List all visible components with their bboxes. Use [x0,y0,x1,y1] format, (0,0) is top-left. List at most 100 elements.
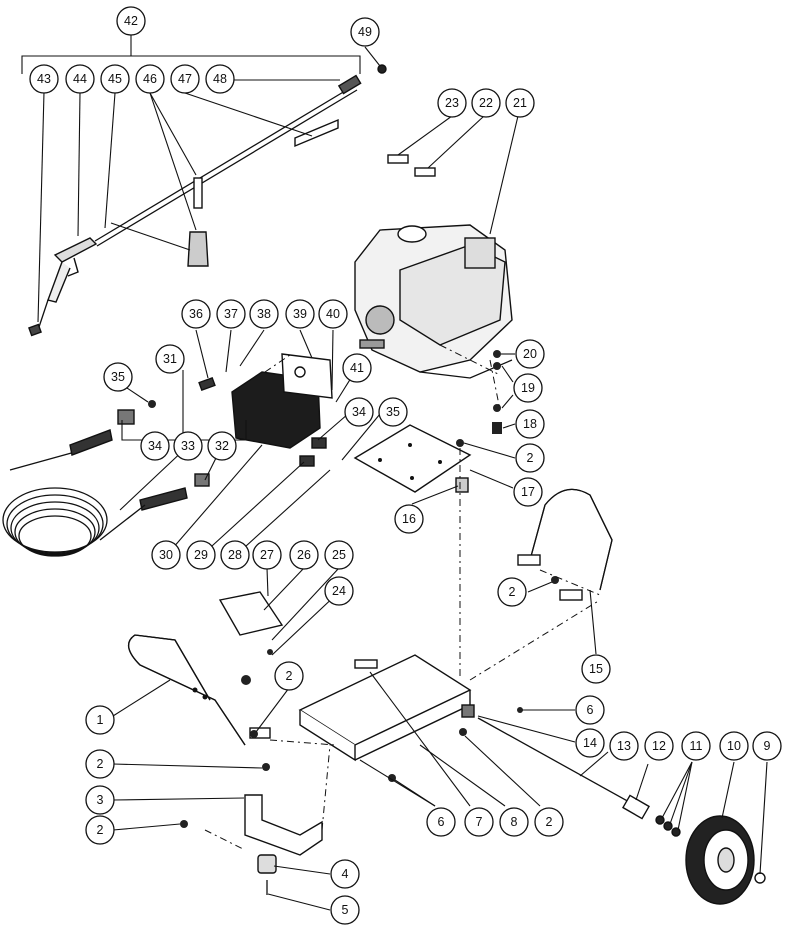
svg-text:32: 32 [215,439,229,453]
svg-text:36: 36 [189,307,203,321]
callout-5: 5 [330,895,360,925]
svg-text:26: 26 [297,548,311,562]
callout-2-frame: 2 [534,807,564,837]
callout-27: 27 [252,540,282,570]
svg-text:8: 8 [511,815,518,829]
callout-23: 23 [437,88,467,118]
spray-gun-assembly [28,64,387,337]
callout-15: 15 [581,654,611,684]
svg-text:2: 2 [286,669,293,683]
svg-text:18: 18 [523,417,537,431]
svg-text:12: 12 [652,739,666,753]
svg-text:4: 4 [342,867,349,881]
callout-26: 26 [289,540,319,570]
callout-43: 43 [29,64,59,94]
callout-30: 30 [151,540,181,570]
callout-6-right: 6 [575,695,605,725]
svg-text:23: 23 [445,96,459,110]
callout-28: 28 [220,540,250,570]
svg-text:37: 37 [224,307,238,321]
svg-text:48: 48 [213,72,227,86]
callout-38: 38 [249,299,279,329]
callout-45: 45 [100,64,130,94]
svg-text:45: 45 [108,72,122,86]
callout-2-left-a: 2 [85,749,115,779]
callout-13: 13 [609,731,639,761]
callout-32: 32 [207,431,237,461]
svg-text:39: 39 [293,307,307,321]
callout-8: 8 [499,807,529,837]
callout-3: 3 [85,785,115,815]
leader-lines [21,34,768,911]
svg-text:1: 1 [97,713,104,727]
callout-44: 44 [65,64,95,94]
svg-text:33: 33 [181,439,195,453]
callout-1: 1 [85,705,115,735]
svg-text:25: 25 [332,548,346,562]
svg-text:29: 29 [194,548,208,562]
axle-and-wheel [477,717,766,905]
callout-34-left: 34 [140,431,170,461]
svg-text:9: 9 [764,739,771,753]
svg-text:2: 2 [97,823,104,837]
svg-text:38: 38 [257,307,271,321]
right-handle [517,488,613,601]
svg-text:2: 2 [527,451,534,465]
svg-text:24: 24 [332,584,346,598]
svg-text:40: 40 [326,307,340,321]
callout-21: 21 [505,88,535,118]
callout-40: 40 [318,299,348,329]
callout-16: 16 [394,504,424,534]
callout-42: 42 [116,6,146,36]
callout-39: 39 [285,299,315,329]
callout-14: 14 [575,728,605,758]
callout-2-handle: 2 [497,577,527,607]
engine-plate [353,424,472,493]
svg-text:20: 20 [523,347,537,361]
svg-text:6: 6 [587,703,594,717]
svg-text:46: 46 [143,72,157,86]
svg-text:22: 22 [479,96,493,110]
svg-text:27: 27 [260,548,274,562]
svg-text:14: 14 [583,736,597,750]
callout-48: 48 [205,64,235,94]
callout-2-left-b: 2 [85,815,115,845]
callout-33: 33 [173,431,203,461]
svg-text:13: 13 [617,739,631,753]
callout-31: 31 [155,344,185,374]
svg-text:2: 2 [509,585,516,599]
svg-text:2: 2 [97,757,104,771]
svg-text:44: 44 [73,72,87,86]
callout-46: 46 [135,64,165,94]
svg-text:16: 16 [402,512,416,526]
svg-text:3: 3 [97,793,104,807]
left-handle [128,634,271,746]
svg-text:17: 17 [521,485,535,499]
callout-29: 29 [186,540,216,570]
engine [354,154,513,379]
callout-20: 20 [515,339,545,369]
svg-text:7: 7 [476,815,483,829]
callout-47: 47 [170,64,200,94]
svg-text:15: 15 [589,662,603,676]
callout-2-engine: 2 [515,443,545,473]
callout-12: 12 [644,731,674,761]
svg-text:49: 49 [358,25,372,39]
svg-text:41: 41 [350,361,364,375]
callout-24: 24 [324,576,354,606]
frame [298,654,475,762]
hardware [148,350,559,828]
callout-34-right: 34 [344,397,374,427]
svg-text:30: 30 [159,548,173,562]
callout-19: 19 [513,373,543,403]
callout-6-frame: 6 [426,807,456,837]
callout-41: 41 [342,353,372,383]
svg-text:10: 10 [727,739,741,753]
svg-text:28: 28 [228,548,242,562]
svg-text:2: 2 [546,815,553,829]
callout-18: 18 [515,409,545,439]
callout-17: 17 [513,477,543,507]
warning-label [218,591,284,636]
callout-35-right: 35 [378,397,408,427]
